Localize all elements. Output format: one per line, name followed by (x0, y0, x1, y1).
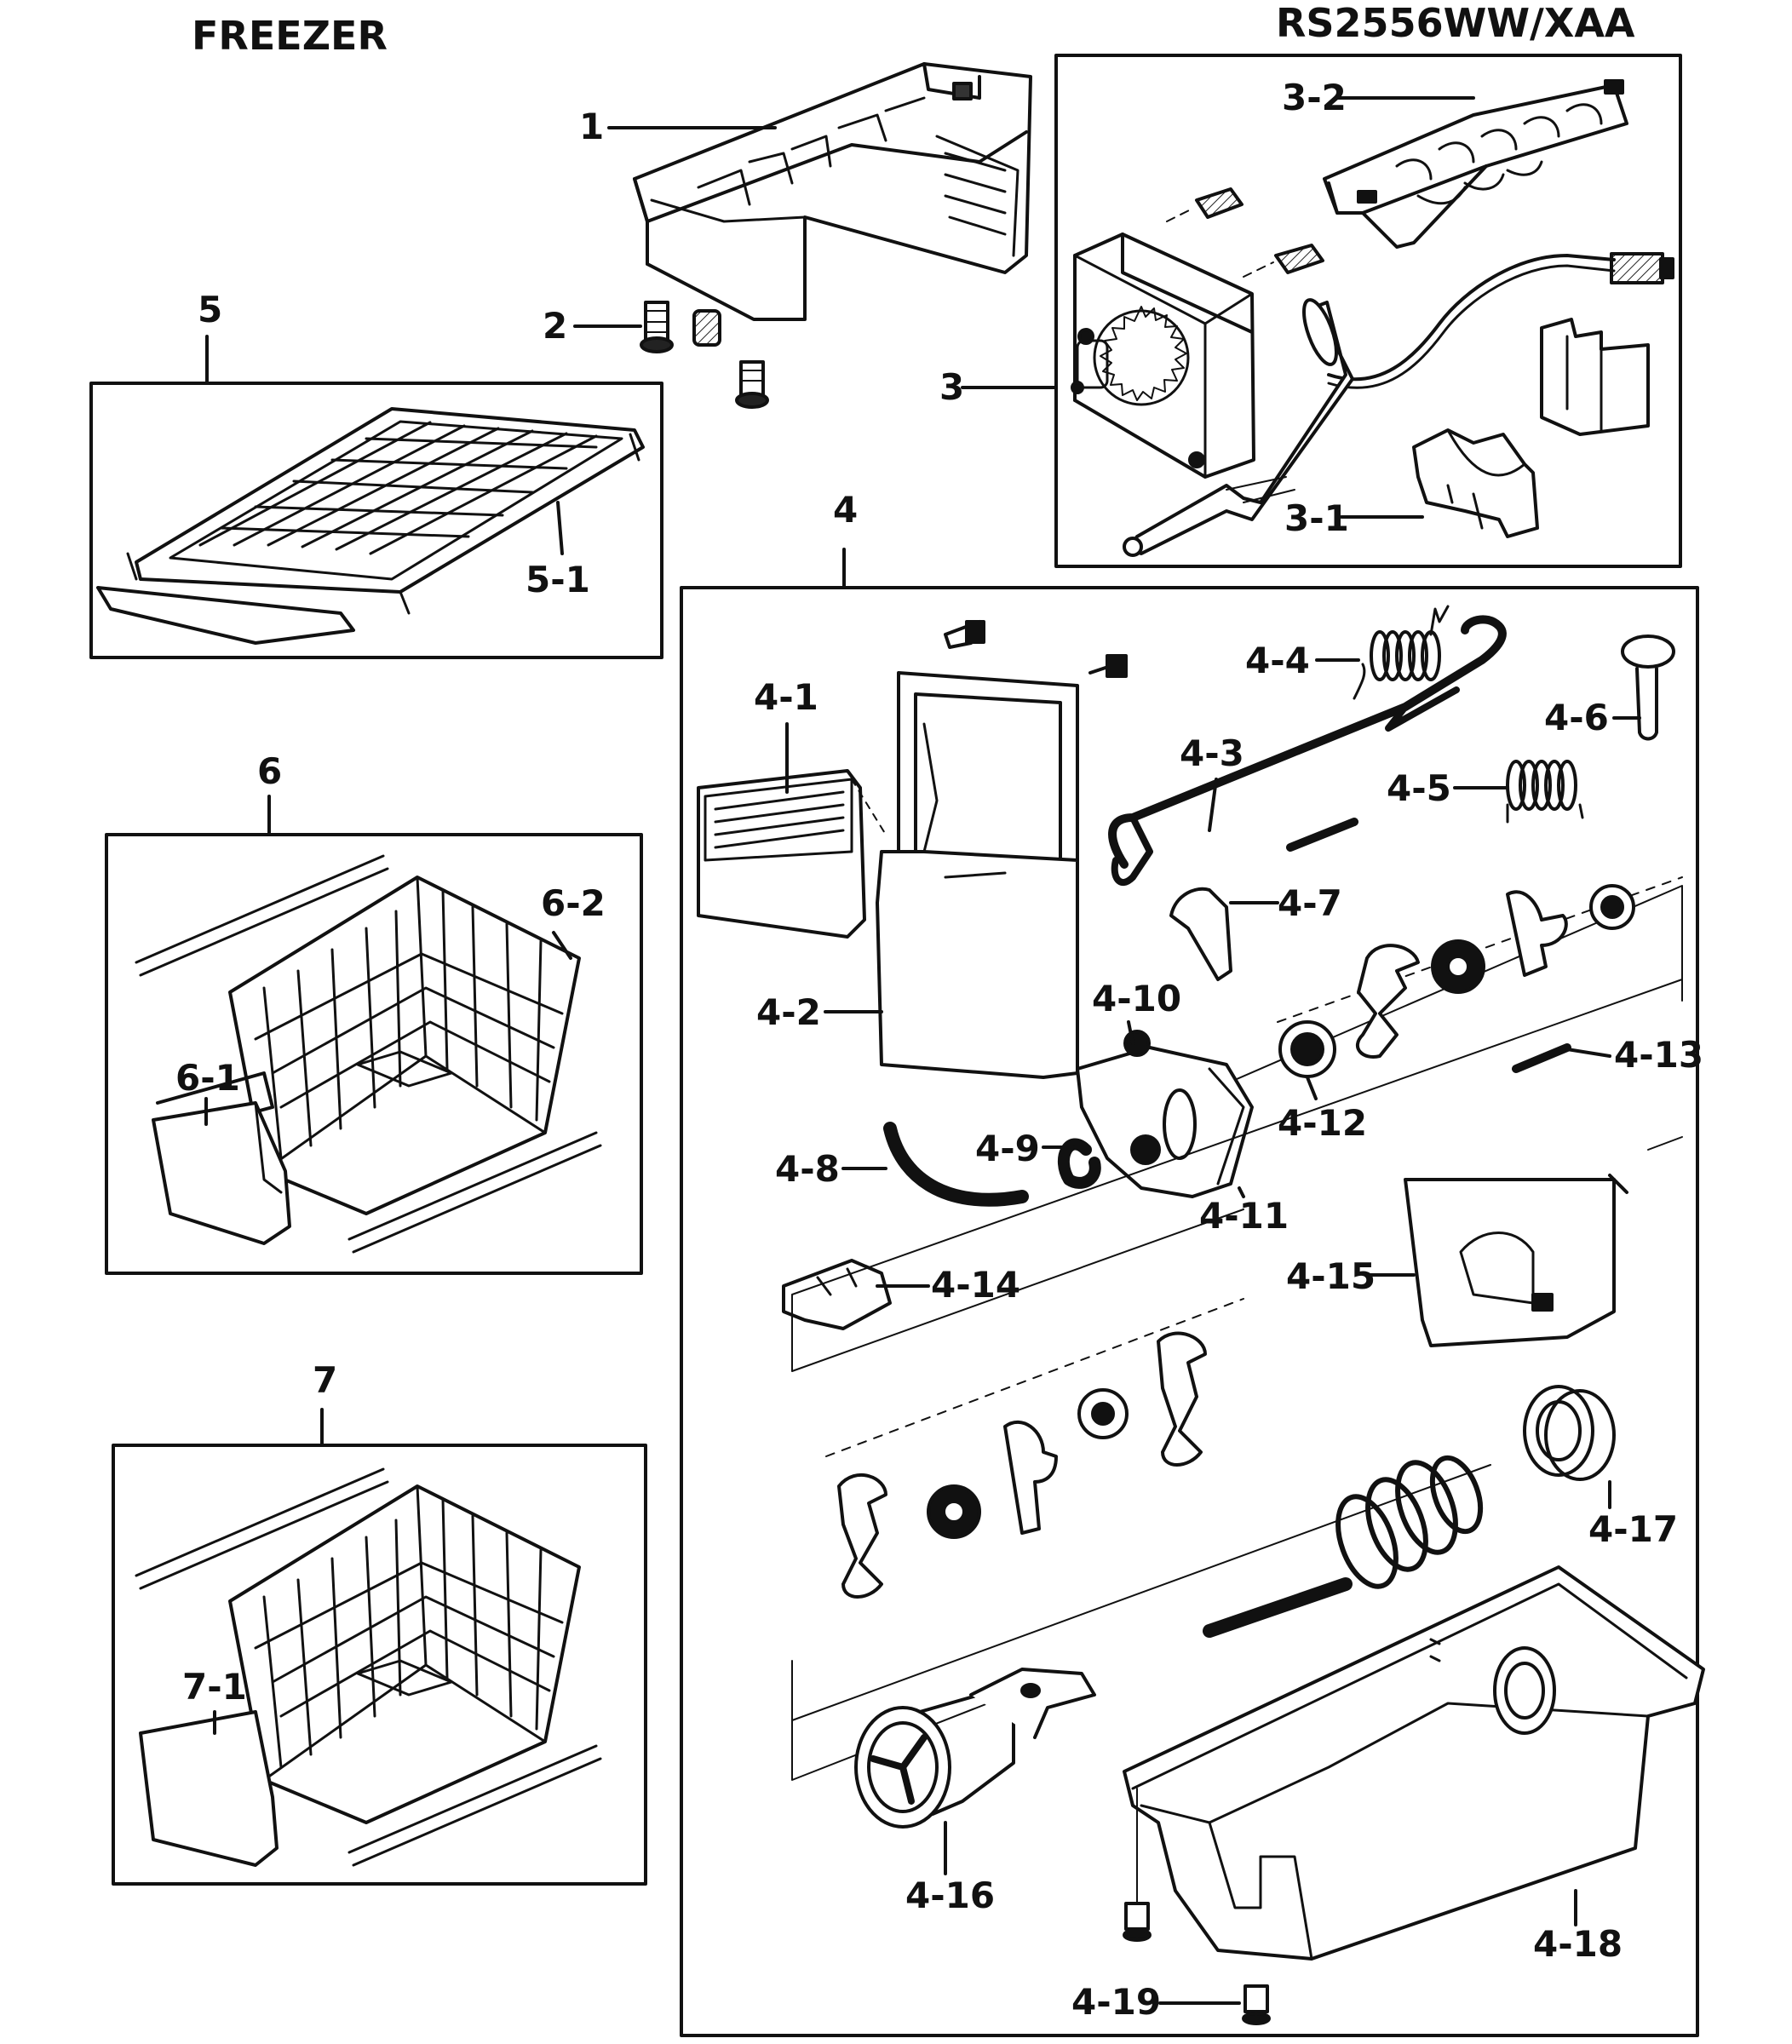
callout-6-1: 6-1 (175, 1057, 240, 1099)
callout-4-18: 4-18 (1533, 1923, 1623, 1965)
callout-3: 3 (939, 366, 965, 408)
callout-6-2: 6-2 (541, 882, 606, 924)
callout-4-13: 4-13 (1614, 1034, 1704, 1076)
model-number: RS2556WW/XAA (1276, 0, 1635, 46)
callout-4-7: 4-7 (1278, 882, 1342, 924)
callout-2: 2 (543, 305, 568, 347)
callout-4-15: 4-15 (1286, 1255, 1376, 1297)
leader-4-10 (1127, 1020, 1134, 1045)
part-7-basket (135, 1467, 602, 1867)
callout-4-16: 4-16 (905, 1875, 996, 1916)
callout-3-2: 3-2 (1282, 77, 1347, 118)
box-ice-maker-assembly (1054, 54, 1682, 568)
part-5-wire-shelf (96, 407, 645, 645)
callout-3-1: 3-1 (1284, 497, 1349, 539)
leader-4-13 (1565, 1048, 1611, 1058)
callout-1: 1 (579, 106, 605, 147)
callout-4-3: 4-3 (1180, 732, 1244, 774)
leader-4-12 (1306, 1076, 1318, 1100)
callout-7-1: 7-1 (182, 1666, 247, 1708)
callout-5-1: 5-1 (526, 559, 590, 600)
leader-6-2 (552, 931, 572, 960)
callout-4-5: 4-5 (1387, 767, 1451, 809)
part-3-ice-maker (1071, 79, 1674, 557)
callout-4-14: 4-14 (931, 1264, 1021, 1306)
callout-4-8: 4-8 (775, 1148, 840, 1190)
callout-4-4: 4-4 (1245, 640, 1310, 681)
box-basket-7 (112, 1444, 647, 1886)
callout-4-2: 4-2 (756, 991, 821, 1033)
callout-4-19: 4-19 (1071, 1981, 1162, 2023)
callout-4-12: 4-12 (1278, 1102, 1368, 1144)
callout-7: 7 (313, 1359, 338, 1401)
callout-4-6: 4-6 (1544, 697, 1609, 738)
box-shelf (89, 382, 663, 659)
callout-4-11: 4-11 (1199, 1195, 1289, 1237)
callout-4-9: 4-9 (975, 1128, 1040, 1169)
part-6-basket (135, 854, 602, 1254)
box-basket-6 (105, 833, 643, 1275)
callout-6: 6 (257, 750, 283, 792)
callout-4-10: 4-10 (1092, 978, 1182, 1019)
part-4-dispenser (697, 605, 1705, 2025)
section-title: FREEZER (192, 13, 388, 59)
callout-4-17: 4-17 (1588, 1508, 1679, 1550)
part-2-screws (640, 301, 769, 409)
leader-4-3 (1208, 778, 1218, 832)
part-1-ice-maker-housing (633, 62, 1032, 321)
leader-4-11 (1238, 1186, 1245, 1198)
callout-5: 5 (198, 289, 223, 330)
callout-4-1: 4-1 (754, 676, 818, 718)
box-dispenser-assembly (680, 586, 1699, 2037)
leader-5-1 (556, 501, 564, 555)
callout-4: 4 (833, 489, 859, 531)
